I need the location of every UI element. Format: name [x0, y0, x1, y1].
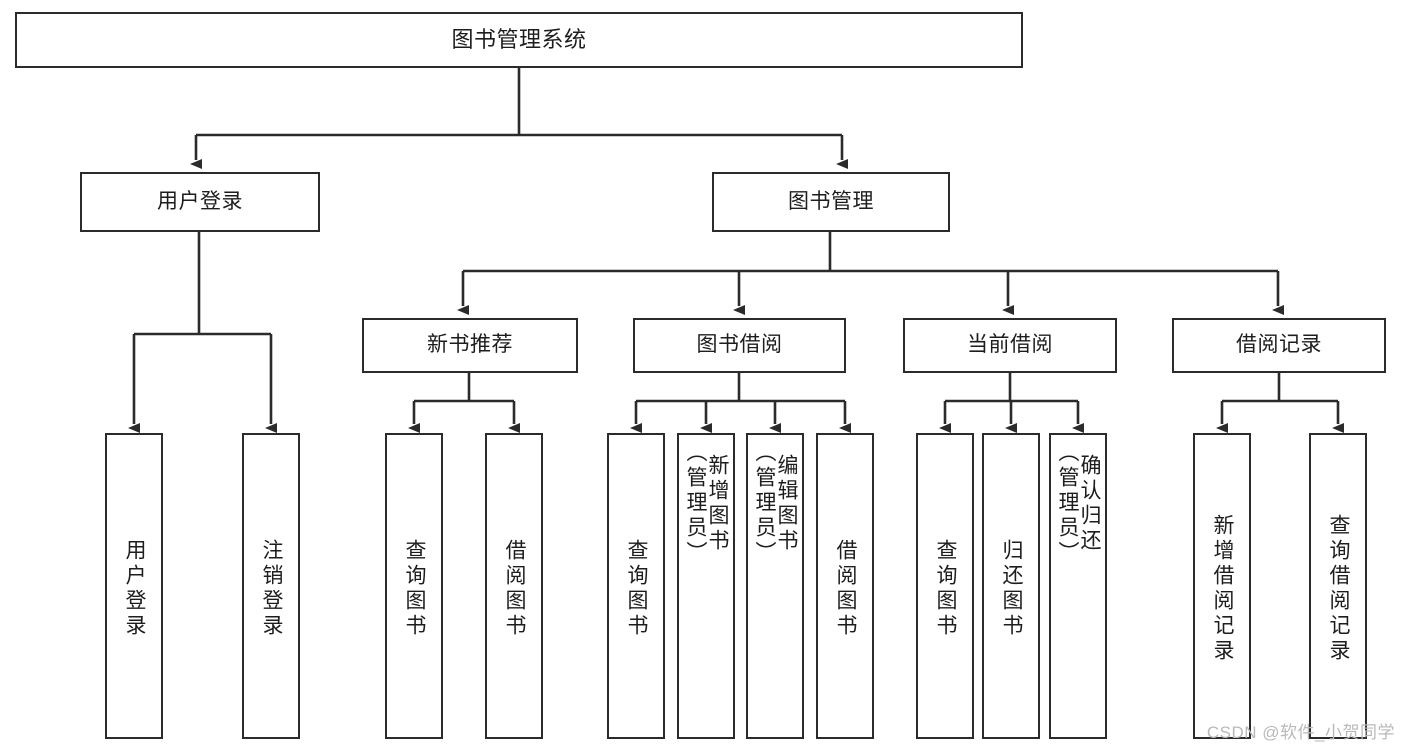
node-label: 编辑图书 （管理员） [753, 441, 799, 566]
leaf-borrow-book-borrowing[interactable]: 借阅图书 [816, 433, 874, 739]
node-label: 图书管理系统 [451, 27, 587, 53]
node-label: 当前借阅 [967, 333, 1053, 357]
node-label: 归还图书 [1000, 539, 1024, 639]
node-label: 借阅记录 [1236, 333, 1322, 357]
node-borrowing-record[interactable]: 借阅记录 [1172, 318, 1386, 373]
node-label: 注销登录 [260, 539, 284, 639]
node-label: 借阅图书 [834, 539, 858, 639]
leaf-add-book-admin[interactable]: 新增图书 （管理员） [677, 433, 735, 739]
node-root-book-management-system[interactable]: 图书管理系统 [15, 12, 1023, 68]
leaf-query-book-recommendation[interactable]: 查询图书 [385, 433, 443, 739]
node-label: 确认归还 （管理员） [1056, 441, 1102, 566]
node-label: 借阅图书 [503, 539, 527, 639]
leaf-borrow-book-recommendation[interactable]: 借阅图书 [485, 433, 543, 739]
node-book-borrowing[interactable]: 图书借阅 [633, 318, 846, 373]
node-label: 查询图书 [403, 539, 427, 639]
node-label: 查询图书 [934, 539, 958, 639]
leaf-logout[interactable]: 注销登录 [242, 433, 300, 739]
node-label: 新增借阅记录 [1211, 514, 1235, 664]
leaf-query-book-borrowing[interactable]: 查询图书 [607, 433, 665, 739]
node-label: 查询借阅记录 [1327, 514, 1351, 664]
leaf-confirm-return-admin[interactable]: 确认归还 （管理员） [1049, 433, 1107, 739]
node-label: 用户登录 [123, 539, 147, 639]
leaf-add-borrowing-record[interactable]: 新增借阅记录 [1193, 433, 1251, 739]
node-label: 新增图书 （管理员） [684, 441, 730, 566]
node-book-management[interactable]: 图书管理 [712, 172, 950, 232]
leaf-query-borrowing-record[interactable]: 查询借阅记录 [1309, 433, 1367, 739]
node-new-book-recommendation[interactable]: 新书推荐 [362, 318, 578, 373]
node-label: 新书推荐 [427, 333, 513, 357]
node-label: 图书管理 [788, 189, 874, 213]
leaf-query-book-current[interactable]: 查询图书 [916, 433, 974, 739]
node-label: 查询图书 [625, 539, 649, 639]
leaf-edit-book-admin[interactable]: 编辑图书 （管理员） [746, 433, 804, 739]
watermark: CSDN @软件_小贺同学 [1206, 723, 1395, 742]
node-label: 图书借阅 [696, 333, 783, 357]
node-current-borrowing[interactable]: 当前借阅 [903, 318, 1117, 373]
node-label: 用户登录 [157, 189, 243, 213]
leaf-user-login[interactable]: 用户登录 [105, 433, 163, 739]
leaf-return-book[interactable]: 归还图书 [982, 433, 1040, 739]
node-user-login[interactable]: 用户登录 [80, 172, 320, 232]
